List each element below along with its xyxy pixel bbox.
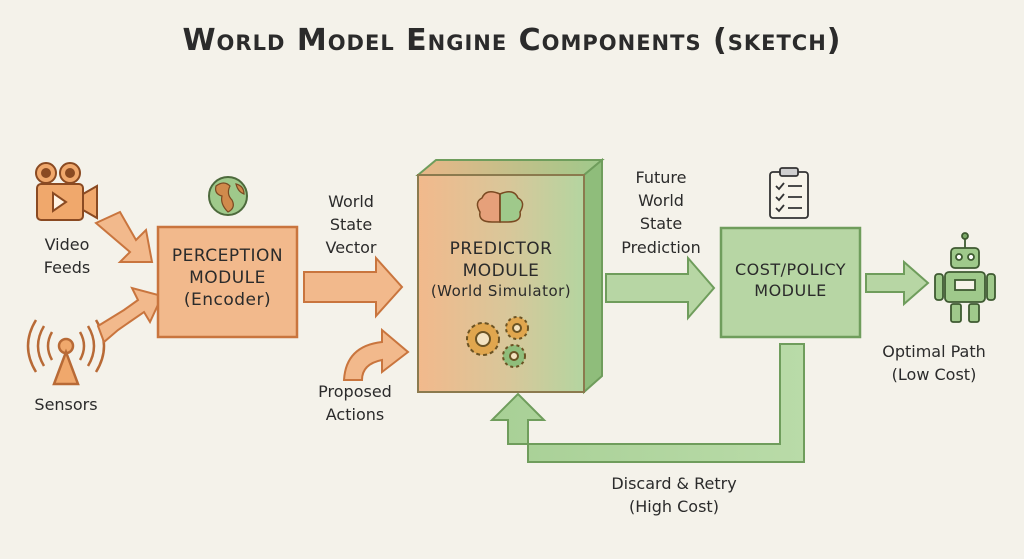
predictor-line-3: (World Simulator): [430, 282, 572, 301]
video-feeds-line-2: Feeds: [43, 258, 91, 278]
video-arrow: [94, 210, 154, 263]
cost-policy-module-label: COST/POLICY MODULE: [721, 260, 860, 302]
world-state-line-2: State: [329, 215, 373, 235]
future-state-arrow: [605, 255, 716, 321]
clipboard-checklist-icon: [769, 167, 809, 219]
robot-icon: [934, 232, 996, 323]
future-line-1: Future: [635, 168, 687, 187]
perception-module-label: PERCEPTION MODULE (Encoder): [158, 245, 297, 311]
proposed-actions-line-2: Actions: [325, 405, 385, 425]
diagram-title: World Model Engine Components (sketch): [182, 23, 842, 58]
brain-icon: [476, 191, 524, 223]
proposed-actions-label: Proposed Actions: [300, 380, 410, 426]
cost-policy-line-2: MODULE: [754, 280, 827, 300]
predictor-line-1: PREDICTOR: [449, 239, 553, 259]
world-state-line-3: Vector: [325, 238, 377, 258]
video-camera-icon: [35, 162, 98, 221]
perception-line-2: MODULE: [189, 268, 266, 289]
gears-icon: [466, 316, 529, 368]
video-feeds-label: Video Feeds: [22, 233, 112, 279]
optimal-line-2: (Low Cost): [891, 365, 977, 385]
sensor-antenna-icon: [26, 319, 106, 386]
cost-policy-module-box: [719, 226, 862, 339]
proposed-actions-line-1: Proposed: [318, 382, 392, 401]
world-state-vector-label: World State Vector: [304, 190, 398, 260]
proposed-actions-arrow: [342, 327, 410, 381]
cost-policy-line-1: COST/POLICY: [734, 260, 847, 279]
future-line-4: Prediction: [621, 237, 701, 257]
discard-retry-label: Discard & Retry (High Cost): [584, 472, 764, 518]
perception-module-box: [156, 225, 299, 339]
future-line-3: State: [639, 214, 683, 234]
world-state-arrow: [303, 255, 404, 319]
optimal-line-1: Optimal Path: [882, 342, 986, 361]
future-line-2: World: [638, 191, 684, 211]
discard-retry-arrow: [489, 343, 805, 463]
predictor-module-label: PREDICTOR MODULE (World Simulator): [418, 238, 584, 302]
sensors-arrow: [96, 286, 164, 344]
world-state-line-1: World: [328, 192, 374, 211]
globe-icon: [208, 176, 248, 216]
future-world-state-label: Future World State Prediction: [606, 166, 716, 259]
predictor-line-2: MODULE: [462, 261, 540, 282]
video-feeds-line-1: Video: [44, 235, 90, 254]
optimal-path-label: Optimal Path (Low Cost): [864, 340, 1004, 386]
perception-line-1: PERCEPTION: [171, 246, 284, 266]
sensors-label: Sensors: [34, 395, 98, 414]
optimal-path-arrow: [865, 259, 930, 307]
discard-line-1: Discard & Retry: [611, 474, 737, 493]
discard-line-2: (High Cost): [629, 497, 719, 517]
perception-line-3: (Encoder): [183, 290, 272, 311]
